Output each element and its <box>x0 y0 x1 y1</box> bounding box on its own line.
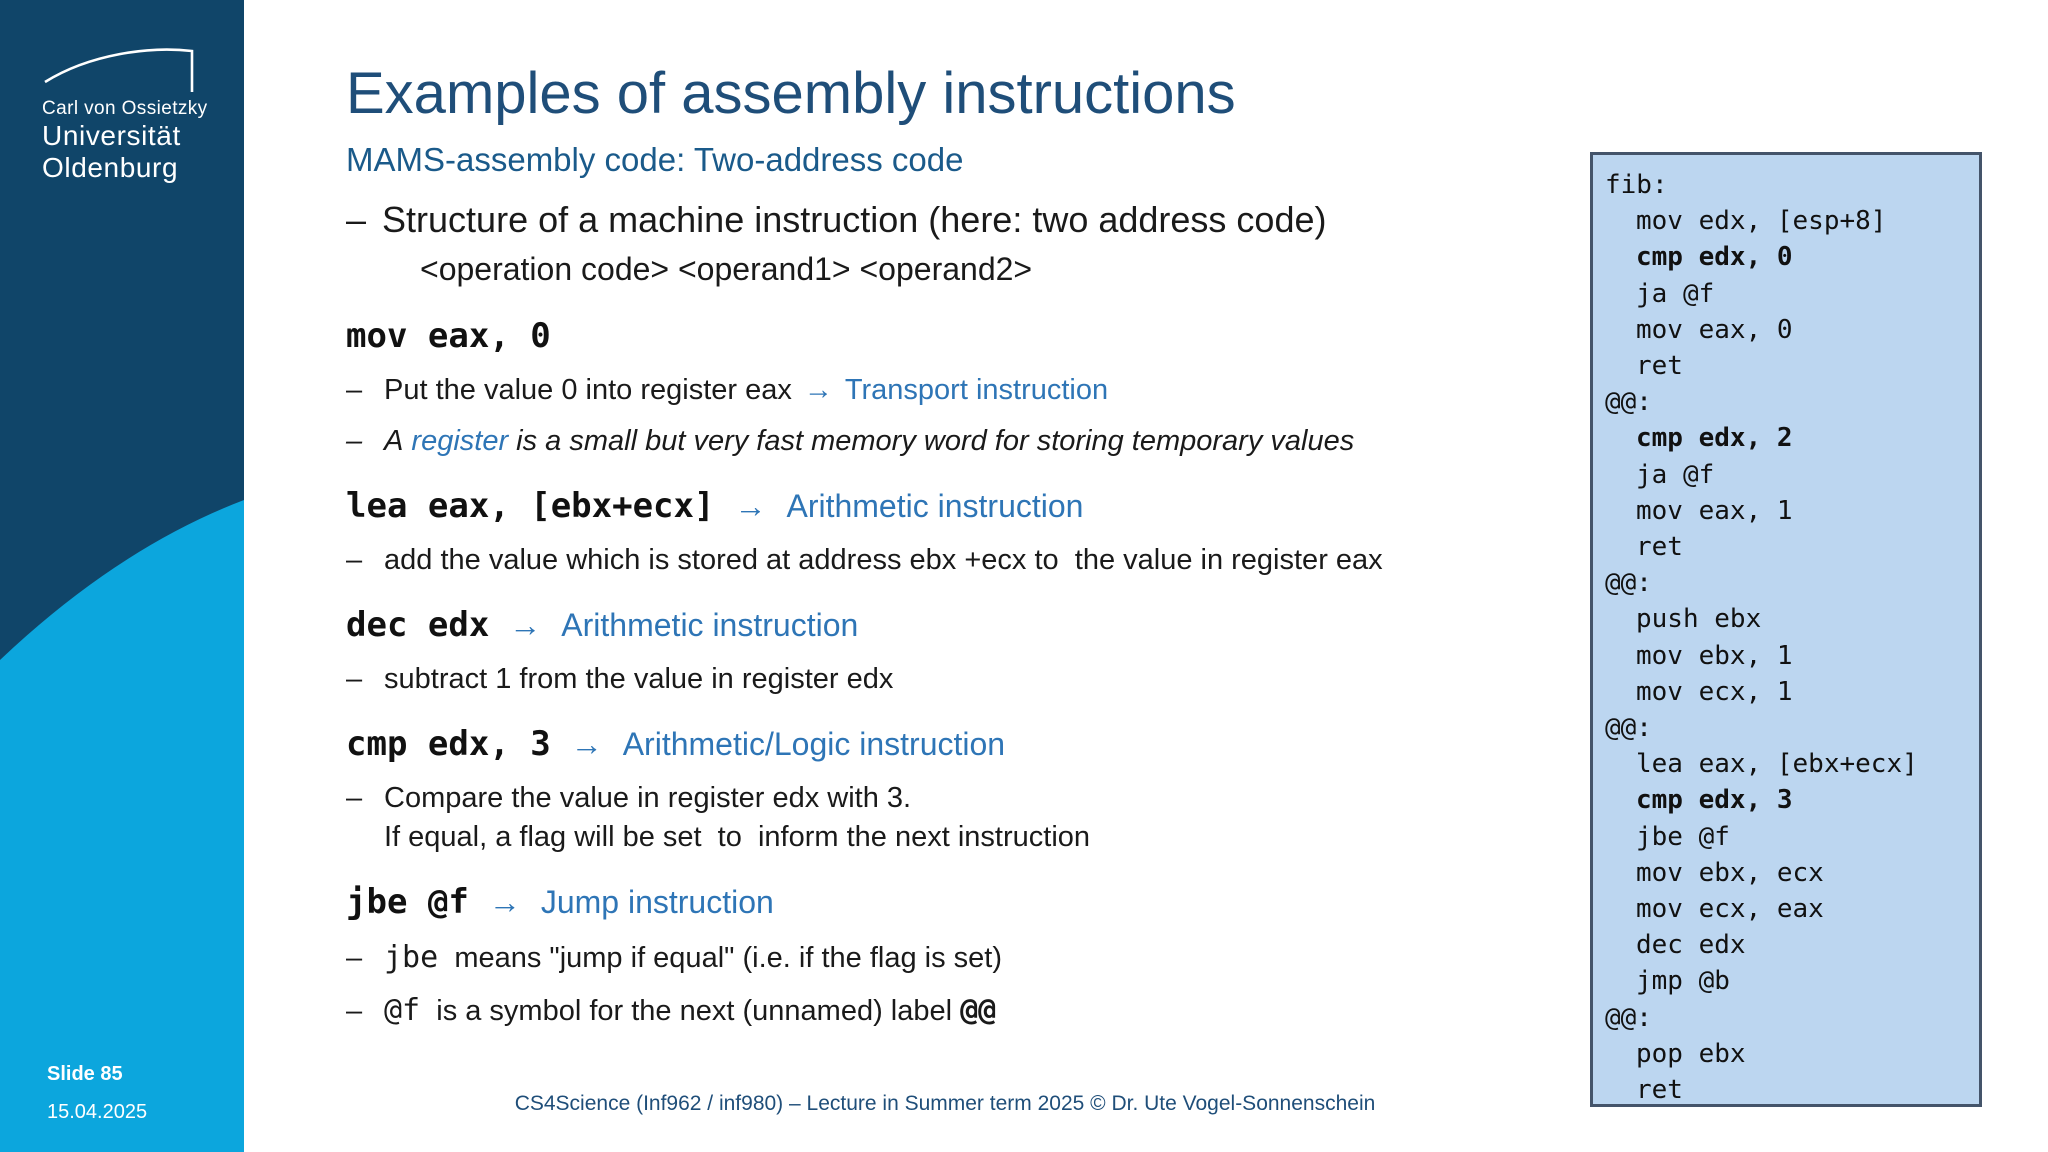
jbe-inline-code: jbe <box>384 939 439 975</box>
code-line: mov ecx, 1 <box>1636 676 1793 707</box>
bullet-structure: – Structure of a machine instruction (he… <box>346 199 1596 241</box>
code-line: jmp @b <box>1636 966 1730 997</box>
code-line: mov eax, 1 <box>1636 495 1793 526</box>
bullet-mov-explanation: –Put the value 0 into register eax → Trans… <box>346 374 1596 407</box>
logo-swoosh-icon <box>44 48 194 92</box>
register-note-rest: is a small but very fast memory word for… <box>516 424 1355 457</box>
code-line: cmp edx, 3 <box>1636 785 1793 816</box>
code-heading-lea: lea eax, [ebx+ecx] → Arithmetic instructio… <box>346 486 1596 526</box>
code-line: mov eax, 0 <box>1636 314 1793 345</box>
bullet-jbe-explanation: –jbe means "jump if equal" (i.e. if the … <box>346 940 1596 975</box>
bullet-atf-explanation: –@f is a symbol for the next (unnamed) l… <box>346 993 1596 1028</box>
code-jbe: jbe @f <box>346 881 469 922</box>
dec-category: Arithmetic instruction <box>561 606 859 643</box>
slide-number: Slide 85 <box>47 1063 123 1085</box>
dash: – <box>346 424 363 457</box>
university-logo: Carl von Ossietzky Universität Oldenburg <box>42 42 222 184</box>
bullet-structure-text: Structure of a machine instruction (here… <box>382 198 1327 240</box>
code-line: ja @f <box>1636 278 1715 309</box>
code-panel: fib: mov edx, [esp+8] cmp edx, 0 ja @f mov e… <box>1590 152 1982 1107</box>
dash: – <box>346 994 363 1027</box>
dash: – <box>346 662 363 695</box>
atf-explanation-text: is a symbol for the next (unnamed) label <box>436 994 953 1027</box>
arrow-icon: → <box>734 487 767 524</box>
code-cmp: cmp edx, 3 <box>346 723 551 764</box>
code-heading-jbe: jbe @f → Jump instruction <box>346 882 1596 922</box>
code-line: mov ebx, ecx <box>1636 857 1824 888</box>
code-line: ja @f <box>1636 459 1715 490</box>
dash: – <box>346 373 363 406</box>
atat-label: @@ <box>960 992 997 1028</box>
code-line: mov edx, [esp+8] <box>1636 206 1887 237</box>
code-panel-lines: fib: mov edx, [esp+8] cmp edx, 0 ja @f mov e… <box>1605 167 1973 1108</box>
code-line: ret <box>1636 1075 1683 1106</box>
code-line: fib: <box>1605 170 1668 200</box>
code-line: jbe @f <box>1636 821 1730 852</box>
code-mov: mov eax, 0 <box>346 315 551 356</box>
code-line: @@: <box>1605 387 1652 418</box>
sidebar-curve-shape <box>0 0 244 660</box>
jbe-category: Jump instruction <box>540 883 774 920</box>
mov-category: Transport instruction <box>844 373 1109 406</box>
register-note-pre: A <box>384 424 404 457</box>
logo-line3: Oldenburg <box>42 152 179 184</box>
page-title: Examples of assembly instructions <box>346 61 1236 126</box>
logo-line2: Universität <box>42 120 181 151</box>
logo-line1: Carl von Ossietzky <box>42 98 208 119</box>
arrow-icon: → <box>570 725 603 762</box>
dash: – <box>346 543 363 576</box>
syntax-line: <operation code> <operand1> <operand2> <box>420 250 1033 287</box>
cmp-explanation-continuation: If equal, a flag will be set to inform t… <box>384 820 1091 853</box>
code-line: pop ebx <box>1636 1038 1746 1069</box>
arrow-icon: → <box>509 606 542 643</box>
bullet-register-note: –A register is a small but very fast mem… <box>346 425 1596 458</box>
main-content: Examples of assembly instructions MAMS-a… <box>346 61 1596 1028</box>
page-subtitle: MAMS-assembly code: Two-address code <box>346 140 964 178</box>
jbe-explanation-text: means "jump if equal" (i.e. if the flag … <box>454 941 1002 974</box>
code-line: dec edx <box>1636 930 1746 961</box>
code-line: ret <box>1636 532 1683 563</box>
code-dec: dec edx <box>346 604 490 645</box>
code-line: @@: <box>1605 568 1652 599</box>
dash: – <box>346 781 363 814</box>
slide-date: 15.04.2025 <box>47 1101 148 1123</box>
code-line: mov ecx, eax <box>1636 894 1824 925</box>
footer-credit: CS4Science (Inf962 / inf980) – Lecture i… <box>514 1092 1376 1115</box>
code-heading-cmp: cmp edx, 3 → Arithmetic/Logic instruction <box>346 724 1596 764</box>
dash: – <box>346 941 363 974</box>
code-line: push ebx <box>1636 604 1762 635</box>
code-heading-mov: mov eax, 0 <box>346 316 1596 356</box>
cmp-category: Arithmetic/Logic instruction <box>622 725 1006 762</box>
bullet-lea-explanation: –add the value which is stored at addres… <box>346 544 1596 577</box>
code-heading-dec: dec edx → Arithmetic instruction <box>346 605 1596 645</box>
dec-explanation-text: subtract 1 from the value in register ed… <box>384 662 894 695</box>
code-line: lea eax, [ebx+ecx] <box>1636 749 1918 780</box>
code-line: ret <box>1636 351 1683 382</box>
mov-explanation-text: Put the value 0 into register eax <box>384 373 792 406</box>
sidebar: Carl von Ossietzky Universität Oldenburg… <box>0 0 244 1152</box>
code-line: @@: <box>1605 713 1652 744</box>
atf-inline-code: @f <box>384 992 421 1028</box>
code-line: cmp edx, 0 <box>1636 242 1793 273</box>
bullet-dec-explanation: –subtract 1 from the value in register e… <box>346 663 1596 696</box>
arrow-icon: → <box>488 883 521 920</box>
lea-category: Arithmetic instruction <box>786 487 1084 524</box>
cmp-explanation-text: Compare the value in register edx with 3… <box>384 781 912 814</box>
code-line: mov ebx, 1 <box>1636 640 1793 671</box>
code-line: cmp edx, 2 <box>1636 423 1793 454</box>
lea-explanation-text: add the value which is stored at address… <box>384 543 1383 576</box>
register-link: register <box>411 424 509 457</box>
bullet-cmp-explanation: –Compare the value in register edx with … <box>346 782 1596 815</box>
dash: – <box>346 198 367 240</box>
code-lea: lea eax, [ebx+ecx] <box>346 485 715 526</box>
code-line: @@: <box>1605 1002 1652 1033</box>
arrow-icon: → <box>803 373 833 406</box>
